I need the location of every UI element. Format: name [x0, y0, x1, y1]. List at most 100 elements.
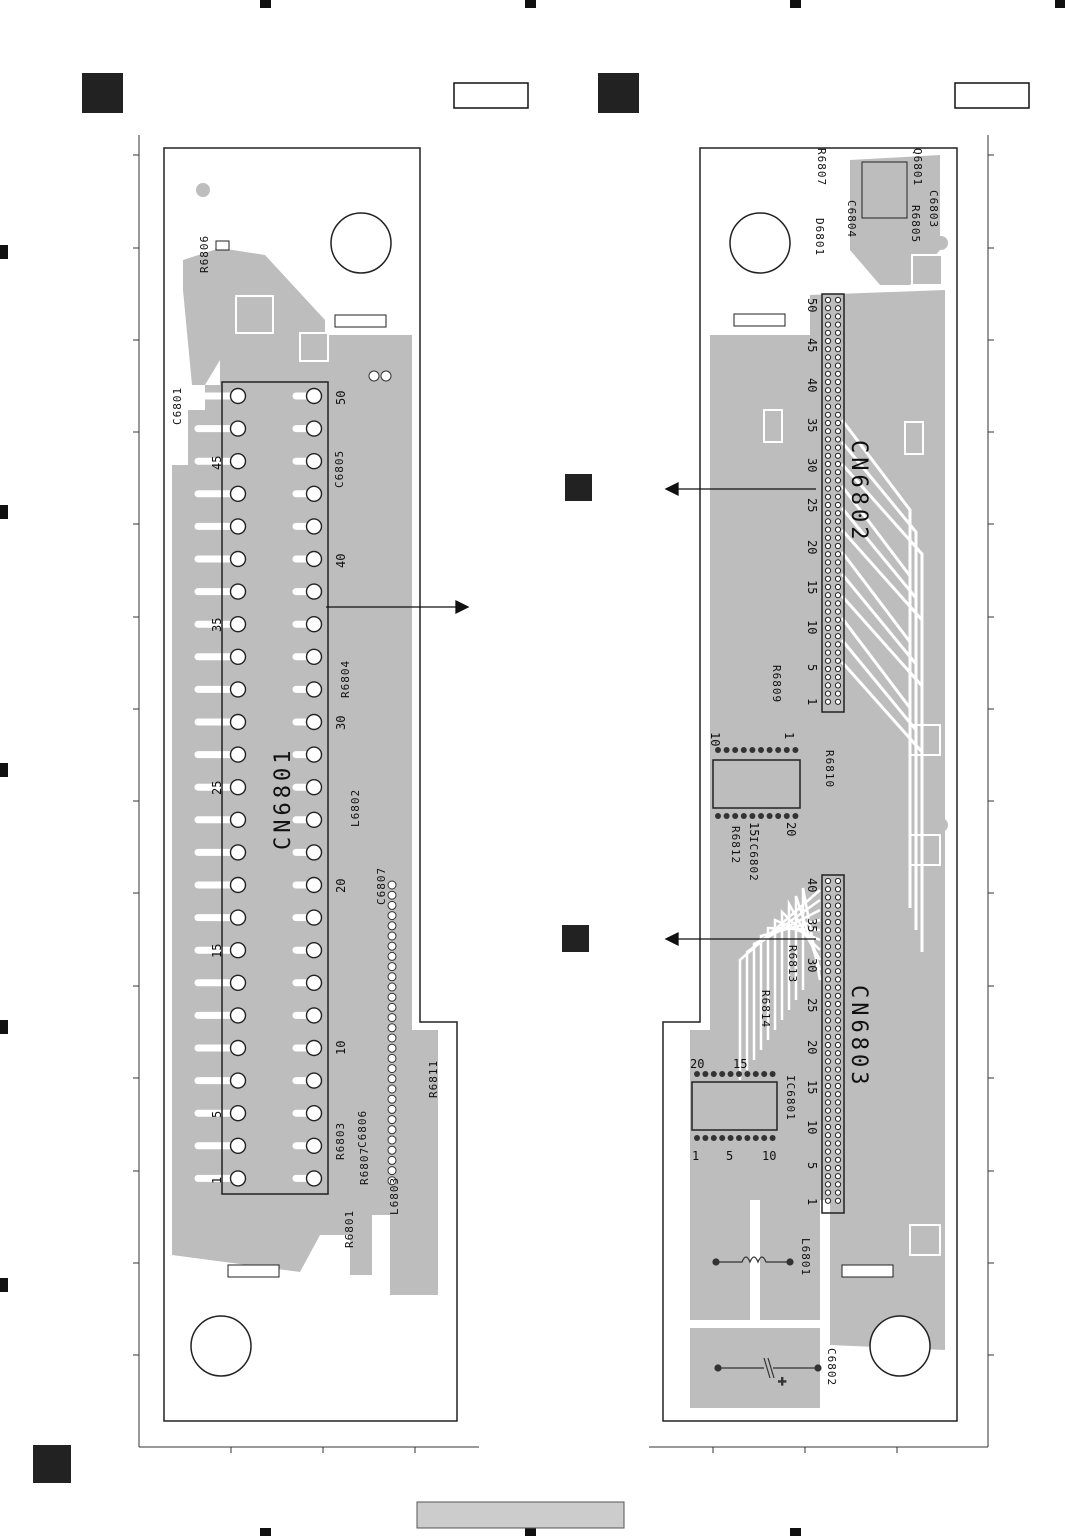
pad: [824, 551, 832, 558]
pad: [824, 1173, 832, 1180]
pad: [834, 959, 842, 967]
pad: [824, 902, 832, 909]
via: [387, 1135, 397, 1145]
pad: [834, 534, 842, 541]
ref-r6810: R6810: [823, 750, 836, 788]
pad: [824, 968, 832, 975]
pad: [834, 641, 842, 648]
ic-pins: [694, 747, 799, 1141]
pad: [305, 746, 323, 763]
ic-pin: [715, 813, 721, 819]
ref-r6811: R6811: [427, 1060, 440, 1098]
pin-num: 1: [805, 1198, 819, 1205]
pad: [834, 526, 842, 533]
pin-num: 25: [210, 781, 224, 795]
pad: [834, 346, 842, 353]
ref-r6809: R6809: [770, 665, 783, 703]
pad: [305, 1137, 323, 1155]
ic-pin-num: 20: [690, 1057, 704, 1071]
via: [387, 1115, 397, 1125]
pad: [834, 649, 842, 656]
pad: [824, 460, 832, 468]
ic-pin: [723, 813, 730, 819]
ic-pin: [744, 1135, 751, 1141]
pin-num: 35: [805, 918, 819, 932]
pad: [824, 518, 832, 525]
pad: [824, 674, 832, 681]
ref-c6807: C6807: [375, 867, 388, 905]
pad: [834, 633, 842, 640]
pad: [824, 354, 832, 361]
pad: [834, 452, 842, 459]
pad-square: [909, 1224, 941, 1256]
pad: [834, 1082, 842, 1090]
svg-text:+: +: [778, 1374, 786, 1390]
pad: [834, 657, 842, 664]
cn6802-cn6803-pins: [824, 296, 842, 1204]
corner-marker: [598, 73, 639, 113]
mounting-hole: [869, 1315, 931, 1377]
pad: [834, 943, 842, 950]
ic-pin: [702, 1071, 709, 1077]
pad: [305, 1072, 323, 1089]
pad: [824, 976, 832, 983]
pad: [834, 1140, 842, 1147]
ic-pin: [766, 747, 773, 753]
pad: [229, 811, 247, 828]
pad: [824, 1050, 832, 1057]
pad: [305, 876, 323, 894]
via: [387, 1013, 397, 1023]
pad: [229, 1170, 247, 1187]
pad: [834, 321, 842, 328]
pad: [824, 1009, 832, 1016]
pad: [834, 1197, 842, 1204]
pad: [834, 419, 842, 427]
pad: [834, 354, 842, 361]
pad: [824, 444, 832, 451]
pad: [834, 542, 842, 550]
via: [387, 1053, 397, 1063]
ic-pin: [694, 1071, 700, 1077]
pad: [229, 485, 247, 502]
pin-num: 10: [805, 620, 819, 634]
pad: [824, 1099, 832, 1106]
pad: [229, 550, 247, 568]
pad: [824, 1058, 832, 1065]
via: [387, 900, 397, 910]
ref-r6807: R6807: [358, 1147, 371, 1185]
fiducial: [196, 183, 210, 197]
pad: [824, 616, 832, 623]
pad: [229, 974, 247, 991]
pad: [305, 387, 323, 405]
pad: [834, 469, 842, 476]
pad: [824, 329, 832, 336]
silk-rect: [227, 1264, 280, 1278]
via: [387, 1043, 397, 1053]
ref-ic6801: IC6801: [784, 1075, 797, 1121]
pad: [824, 362, 832, 369]
pad: [305, 1170, 323, 1187]
via: [387, 921, 397, 931]
pad: [834, 387, 842, 394]
pad: [229, 518, 247, 535]
ref-r6812: R6812: [729, 826, 742, 864]
pad-square: [299, 332, 329, 362]
pad: [824, 403, 832, 410]
pad: [834, 378, 842, 386]
ref-c6801: C6801: [171, 387, 184, 425]
pin-num: 50: [805, 298, 819, 312]
left-board: CN6801 50 45 40 35 30 25 20 15 10 5 1 R6…: [163, 147, 458, 1422]
pad: [229, 1072, 247, 1089]
pad: [834, 575, 842, 582]
inductor-l6801: [712, 1256, 794, 1266]
pad: [824, 649, 832, 656]
pad: [824, 559, 832, 566]
ref-q6801: Q6801: [911, 148, 924, 186]
connector-label-cn6802: CN6802: [846, 440, 871, 543]
pad: [834, 665, 842, 673]
pad: [305, 909, 323, 926]
pad: [229, 942, 247, 959]
ic-pin-num: 10: [708, 732, 722, 746]
label-box: [453, 82, 529, 109]
pad: [834, 902, 842, 909]
